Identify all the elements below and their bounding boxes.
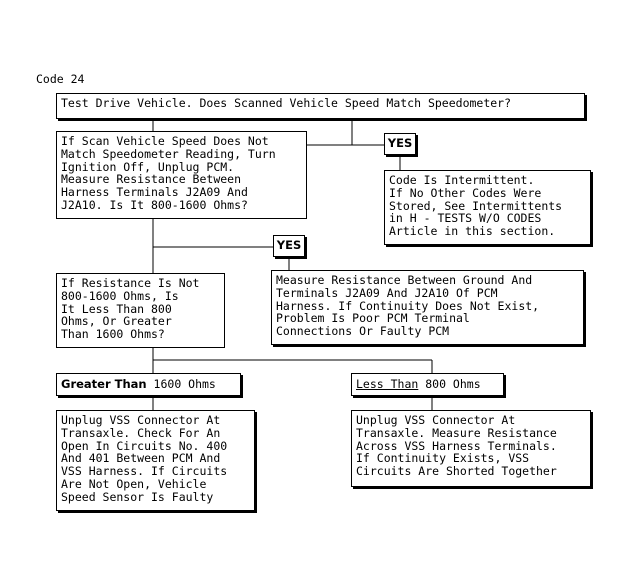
ground-check-box: Measure Resistance Between Ground And Te… (271, 270, 584, 345)
greater-than-value: 1600 Ohms (146, 377, 216, 391)
yes-label-1: YES (384, 133, 416, 155)
scan-mismatch-box: If Scan Vehicle Speed Does Not Match Spe… (56, 131, 307, 219)
less-result-box: Unplug VSS Connector At Transaxle. Measu… (351, 410, 591, 487)
code-label: Code 24 (36, 72, 85, 86)
greater-than-branch: Greater Than 1600 Ohms (56, 373, 241, 396)
less-than-branch: Less Than 800 Ohms (351, 373, 504, 396)
greater-than-keyword: Greater Than (61, 377, 147, 391)
less-than-value: 800 Ohms (418, 377, 481, 391)
resistance-check-box: If Resistance Is Not 800-1600 Ohms, Is I… (56, 273, 225, 348)
greater-result-box: Unplug VSS Connector At Transaxle. Check… (56, 410, 255, 511)
less-than-keyword: Less Than (356, 377, 419, 391)
intermittent-box: Code Is Intermittent. If No Other Codes … (384, 170, 591, 245)
yes-label-2: YES (273, 235, 305, 257)
test-drive-box: Test Drive Vehicle. Does Scanned Vehicle… (56, 93, 585, 119)
